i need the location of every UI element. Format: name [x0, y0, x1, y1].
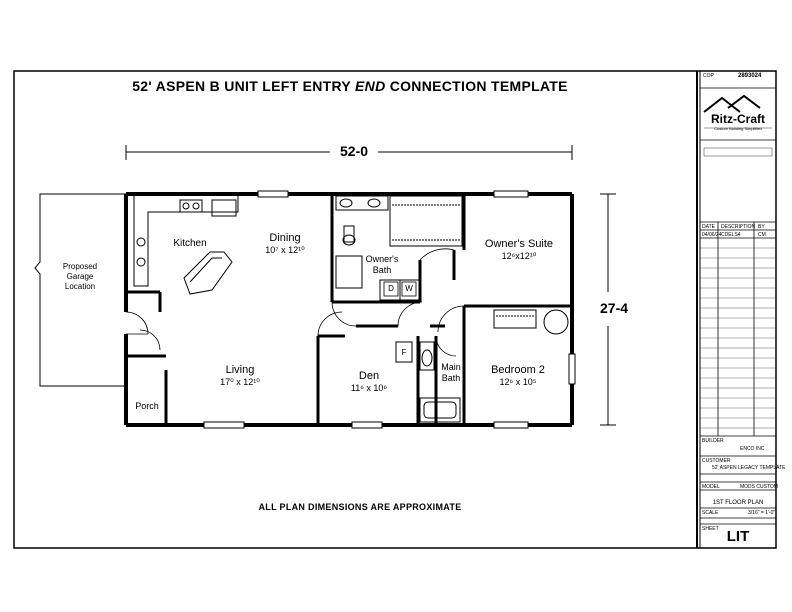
depth-dimension-label: 27-4: [596, 300, 633, 316]
customer-label: CUSTOMER: [702, 458, 731, 464]
scale-value: 3/16" = 1'-0": [748, 510, 776, 516]
room-porch: Porch: [135, 401, 159, 411]
room-main-bath: Main Bath: [441, 362, 461, 383]
brand-logo-text: Ritz-Craft: [711, 112, 765, 126]
bedroom2-closet: [493, 309, 569, 335]
logo-house-icon: [703, 94, 761, 113]
rev-header-date: DATE: [702, 224, 715, 230]
customer-value: 52' ASPEN LEGACY TEMPLATE: [712, 465, 786, 471]
washer-label: W: [405, 284, 413, 293]
dryer-washer-boxes: [383, 281, 417, 297]
kitchen-counters: [133, 196, 239, 295]
room-owners-bath: Owner's Bath: [365, 254, 399, 275]
room-kitchen: Kitchen: [173, 238, 207, 249]
dimensions-note: ALL PLAN DIMENSIONS ARE APPROXIMATE: [258, 502, 462, 512]
windows: [203, 190, 576, 429]
sheet-label: SHEET: [702, 526, 719, 532]
room-owners-suite: Owner's Suite 12⁶x12¹⁰: [484, 238, 554, 261]
rev-header-by: BY: [758, 224, 765, 230]
width-dimension-label: 52-0: [336, 143, 373, 159]
title-block-rule-lines: [700, 247, 776, 429]
dryer-label: D: [388, 284, 394, 293]
builder-label: BUILDER: [702, 438, 724, 444]
walk-in-closet: [389, 195, 463, 247]
sheet-border: [13, 70, 777, 549]
model-label: MODEL: [702, 484, 720, 490]
garage-outline: [34, 193, 126, 387]
scale-label: SCALE: [702, 510, 719, 516]
plan-title: 52' ASPEN B UNIT LEFT ENTRY END CONNECTI…: [132, 78, 568, 94]
rev-row-date: 04/06/24: [702, 232, 722, 238]
room-dining: Dining 10⁷ x 12¹⁰: [265, 232, 305, 255]
door-swings: [125, 248, 465, 357]
builder-value: ENCO INC: [740, 446, 765, 452]
rev-row-description: CDELS4: [721, 232, 741, 238]
cop-value: 2893024: [738, 73, 762, 79]
sheet-number: LIT: [726, 528, 750, 545]
cop-label: COP: [703, 73, 714, 79]
furnace-label: F: [401, 348, 407, 357]
width-dimension-line: [125, 145, 573, 160]
depth-dimension-line: [600, 193, 616, 426]
room-den: Den 11⁶ x 10⁶: [350, 370, 388, 393]
model-value: MODS CUSTOM: [740, 484, 778, 490]
main-bath-fixtures: [395, 341, 461, 423]
brand-tagline: Custom Building Simplified: [714, 126, 762, 131]
garage-label: Proposed Garage Location: [62, 262, 98, 291]
owners-bath-fixtures: [335, 195, 421, 301]
sheet-title: 1ST FLOOR PLAN: [712, 500, 764, 506]
room-living: Living 17⁰ x 12¹⁰: [220, 364, 260, 387]
rev-header-description: DESCRIPTION: [721, 224, 756, 230]
title-block: [700, 87, 776, 525]
room-bedroom-2: Bedroom 2 12⁶ x 10⁵: [491, 364, 545, 387]
interior-walls: [126, 196, 572, 425]
rev-row-by: CM: [758, 232, 766, 238]
